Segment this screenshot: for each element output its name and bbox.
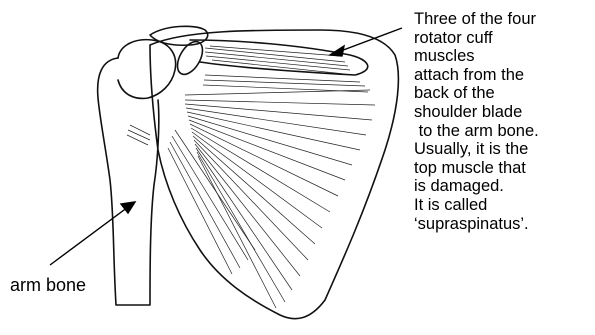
- caption-line: It is called: [414, 196, 594, 215]
- glenoid-oval: [172, 37, 207, 78]
- arm-bone-pointer-line: [50, 207, 128, 265]
- caption-line: to the arm bone.: [414, 122, 594, 141]
- caption-line: top muscle that: [414, 159, 594, 178]
- rotator-cuff-caption: Three of the four rotator cuff muscles a…: [414, 10, 594, 233]
- caption-line: attach from the: [414, 66, 594, 85]
- caption-line: shoulder blade: [414, 103, 594, 122]
- caption-line: is damaged.: [414, 177, 594, 196]
- caption-line: muscles: [414, 47, 594, 66]
- scapula-spine: [190, 40, 368, 75]
- caption-line: Usually, it is the: [414, 140, 594, 159]
- caption-line: back of the: [414, 84, 594, 103]
- caption-line: Three of the four: [414, 10, 594, 29]
- humeral-head: [118, 40, 176, 99]
- arm-bone-label: arm bone: [10, 275, 86, 296]
- caption-line: ‘supraspinatus’.: [414, 215, 594, 234]
- caption-line: rotator cuff: [414, 29, 594, 48]
